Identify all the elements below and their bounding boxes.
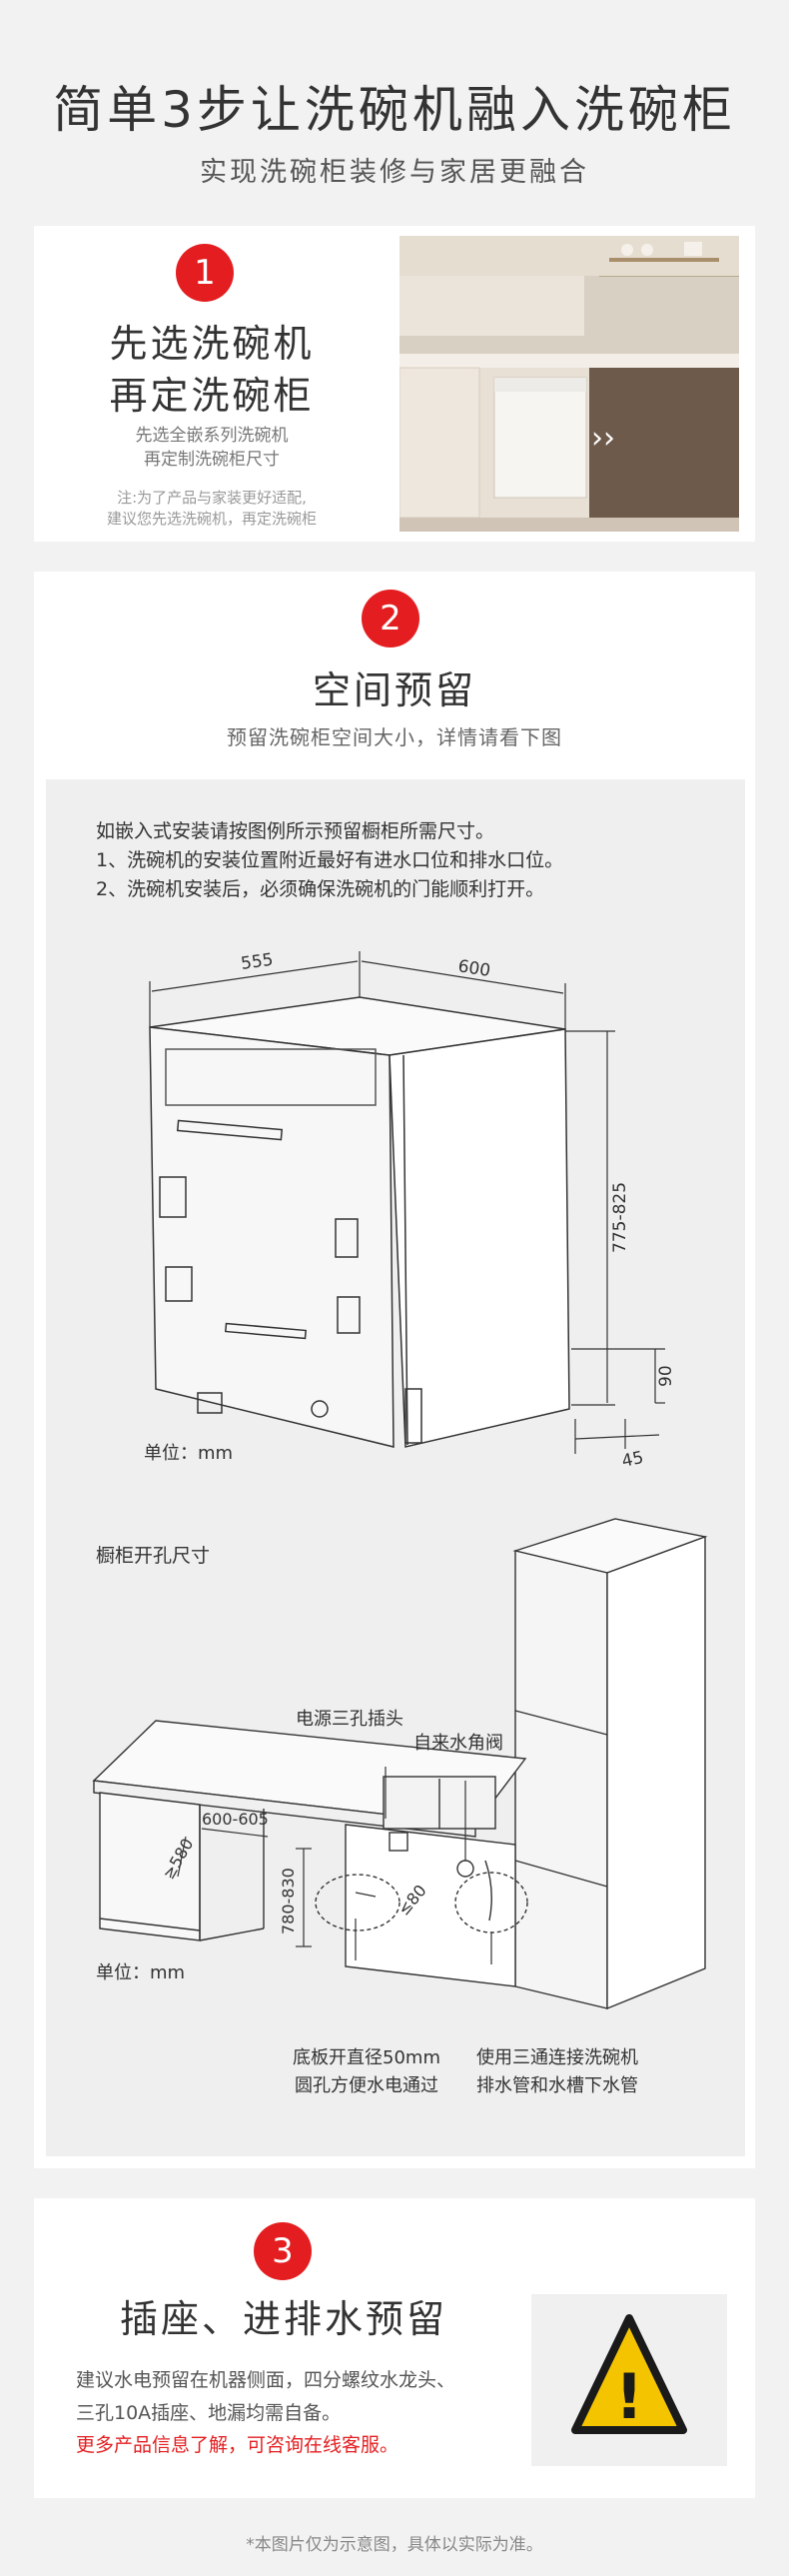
step3-desc-line1: 建议水电预留在机器侧面，四分螺纹水龙头、 bbox=[76, 2369, 456, 2391]
callout-drain-line2: 排水管和水槽下水管 bbox=[476, 2075, 638, 2096]
install-note-1: 1、洗碗机的安装位置附近最好有进水口位和排水口位。 bbox=[96, 849, 564, 871]
kitchen-photo: ›› bbox=[399, 236, 739, 532]
callout-drain-line1: 使用三通连接洗碗机 bbox=[476, 2047, 638, 2068]
step3-description: 建议水电预留在机器侧面，四分螺纹水龙头、 三孔10A插座、地漏均需自备。 bbox=[76, 2364, 535, 2430]
step2-heading: 空间预留 bbox=[312, 668, 476, 712]
callout-power: 电源三孔插头 bbox=[296, 1709, 403, 1730]
step1-note-line1: 注:为了产品与家装更好适配, bbox=[117, 489, 307, 507]
dim-toe-depth-label: 45 bbox=[620, 1448, 645, 1472]
step3-badge: 3 bbox=[254, 2222, 312, 2280]
step3-desc-line2: 三孔10A插座、地漏均需自备。 bbox=[76, 2402, 342, 2424]
unit-label-1: 单位：mm bbox=[144, 1443, 234, 1464]
install-notes: 如嵌入式安装请按图例所示预留橱柜所需尺寸。 1、洗碗机的安装位置附近最好有进水口… bbox=[96, 817, 563, 904]
step2-description: 预留洗碗柜空间大小，详情请看下图 bbox=[227, 725, 562, 749]
warning-triangle-icon: ! bbox=[571, 2314, 687, 2434]
step1-heading-line1: 先选洗碗机 bbox=[109, 322, 315, 366]
step1-description: 先选全嵌系列洗碗机 再定制洗碗柜尺寸 bbox=[36, 424, 388, 472]
footer-note: *本图片仅为示意图，具体以实际为准。 bbox=[246, 2535, 543, 2555]
callout-valve: 自来水角阀 bbox=[413, 1733, 503, 1754]
cabinet-width-label: 600-605 bbox=[202, 1810, 269, 1829]
step1-desc-line1: 先选全嵌系列洗碗机 bbox=[135, 426, 289, 446]
cabinet-cutout-drawing: 600-605 ≥580 780-830 ≤80 bbox=[92, 1518, 708, 2010]
warning-box: ! bbox=[531, 2294, 727, 2466]
unit-label-2: 单位：mm bbox=[96, 1962, 186, 1983]
callout-floor-hole-line1: 底板开直径50mm bbox=[293, 2047, 440, 2068]
dim-height-label: 775-825 bbox=[610, 1182, 630, 1253]
page-title: 简单3步让洗碗机融入洗碗柜 bbox=[53, 81, 736, 139]
step1-badge: 1 bbox=[176, 244, 234, 302]
step1-note: 注:为了产品与家装更好适配, 建议您先选洗碗机，再定洗碗柜 bbox=[36, 488, 388, 530]
customer-service-link[interactable]: 更多产品信息了解，可咨询在线客服。 bbox=[76, 2434, 399, 2456]
dim-depth-label: 555 bbox=[240, 950, 275, 974]
step2-badge: 2 bbox=[362, 590, 419, 647]
step1-heading: 先选洗碗机 再定洗碗柜 bbox=[36, 318, 388, 422]
cabinet-height-label: 780-830 bbox=[279, 1868, 298, 1934]
step1-note-line2: 建议您先选洗碗机，再定洗碗柜 bbox=[106, 510, 317, 528]
kitchen-photo-illustration: ›› bbox=[399, 236, 739, 532]
install-note-0: 如嵌入式安装请按图例所示预留橱柜所需尺寸。 bbox=[96, 820, 495, 842]
step1-heading-line2: 再定洗碗柜 bbox=[109, 374, 315, 418]
callout-floor-hole: 底板开直径50mm 圆孔方便水电通过 bbox=[282, 2044, 451, 2100]
dishwasher-dimension-drawing: 555 600 775-825 90 45 bbox=[149, 950, 676, 1472]
warning-glyph: ! bbox=[615, 2360, 643, 2433]
callout-drain: 使用三通连接洗碗机 排水管和水槽下水管 bbox=[457, 2044, 657, 2100]
step3-heading: 插座、进排水预留 bbox=[120, 2297, 448, 2341]
page-subtitle: 实现洗碗柜装修与家居更融合 bbox=[200, 157, 589, 188]
dim-toe-label: 90 bbox=[656, 1365, 676, 1387]
install-note-2: 2、洗碗机安装后，必须确保洗碗机的门能顺利打开。 bbox=[96, 878, 545, 900]
callout-floor-hole-line2: 圆孔方便水电通过 bbox=[295, 2075, 438, 2096]
cabinet-title: 橱柜开孔尺寸 bbox=[96, 1545, 211, 1567]
photo-arrow-icon: ›› bbox=[591, 421, 615, 456]
step1-desc-line2: 再定制洗碗柜尺寸 bbox=[144, 450, 280, 470]
